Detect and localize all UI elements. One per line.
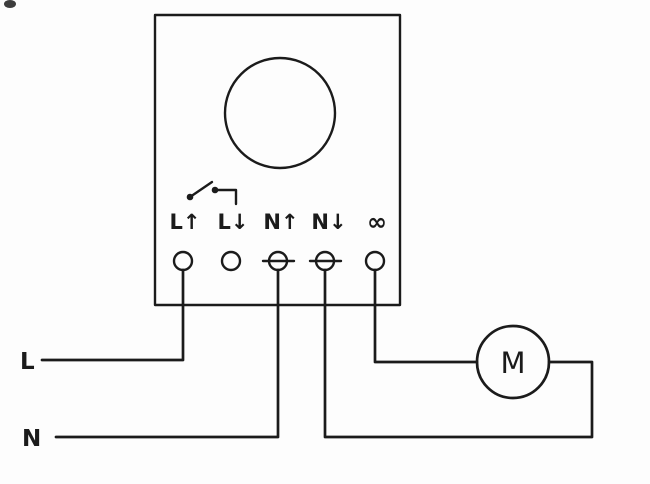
switch-bracket xyxy=(213,188,238,206)
wire-motor-return xyxy=(323,268,594,439)
dial-circle xyxy=(223,56,337,170)
wire-neutral-supply xyxy=(54,268,280,439)
terminal-label-l-down: L↓ xyxy=(218,210,249,234)
switch-blade xyxy=(188,180,214,199)
terminal-l-down xyxy=(220,250,242,272)
supply-line-label: L xyxy=(20,349,35,375)
scan-artifact xyxy=(4,0,16,8)
terminal-label-motor-output: ∞ xyxy=(367,208,387,236)
wire-line-supply xyxy=(40,268,185,362)
terminal-label-l-up: L↑ xyxy=(170,210,201,234)
terminal-label-n-down: N↓ xyxy=(311,210,346,234)
terminal-l-up xyxy=(172,250,194,272)
supply-neutral-label: N xyxy=(22,426,41,452)
motor-label: M xyxy=(500,346,525,380)
terminal-motor-output xyxy=(364,250,386,272)
switch-contact-dot-left xyxy=(186,193,194,201)
wire-motor-feed xyxy=(373,268,479,364)
terminal-label-n-up: N↑ xyxy=(263,210,298,234)
internal-switch-symbol xyxy=(186,180,238,206)
